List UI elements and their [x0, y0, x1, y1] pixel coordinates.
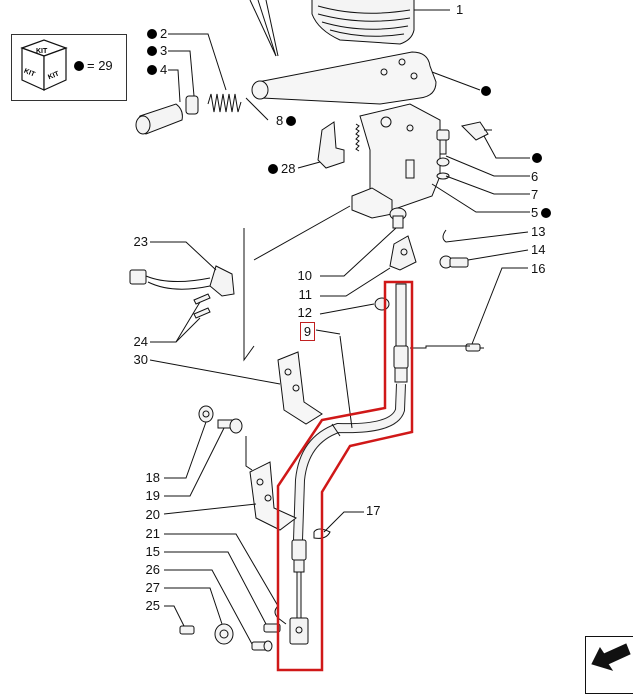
bolt-19: [217, 418, 243, 434]
clip-17: [313, 528, 331, 539]
bullet-dot-icon: [268, 164, 278, 174]
callout-4[interactable]: 4: [147, 63, 167, 77]
callout-6[interactable]: 6: [531, 169, 539, 184]
callout-19[interactable]: 19: [145, 488, 160, 503]
callout-1[interactable]: 1: [456, 2, 464, 17]
spacer-ring: [185, 95, 199, 115]
bullet-dot-icon: [147, 46, 157, 56]
callout-20[interactable]: 20: [145, 507, 160, 522]
small-bracket: [317, 121, 345, 169]
main-frame: [351, 103, 441, 219]
pin: [439, 255, 469, 269]
callout-12[interactable]: 12: [297, 305, 312, 320]
screws-24: [193, 293, 211, 319]
callout-17[interactable]: 17: [366, 503, 381, 518]
callout-9-highlighted[interactable]: 9: [300, 322, 315, 341]
clevis-bracket: [389, 235, 417, 271]
pivot-pin: [389, 207, 407, 229]
callout-3[interactable]: 3: [147, 44, 167, 58]
bullet-dot-icon: [147, 65, 157, 75]
kit-text-top: KIT: [36, 48, 48, 55]
callout-30[interactable]: 30: [133, 352, 148, 367]
screw-25: [179, 625, 195, 635]
callout-13[interactable]: 13: [531, 224, 546, 239]
navigation-arrow-icon: [591, 643, 631, 671]
callout-10[interactable]: 10: [297, 268, 312, 283]
washer: [374, 297, 390, 311]
callout-28[interactable]: 28: [268, 162, 295, 176]
screw: [465, 343, 484, 352]
r-clip: [442, 229, 529, 243]
kit-count: = 29: [74, 59, 113, 73]
bullet-dot-icon: [541, 208, 552, 218]
highlight-outline: [276, 280, 414, 672]
callout-7[interactable]: 7: [531, 187, 539, 202]
washer-18: [198, 405, 214, 423]
bullet-dot-icon: [532, 153, 542, 163]
bullet-dot-icon: [147, 29, 157, 39]
mount-bracket-upper: [277, 351, 323, 425]
bullet-dot-icon: [481, 86, 491, 96]
callout-25[interactable]: 25: [145, 598, 160, 613]
lever-boot: [311, 0, 415, 45]
callout-5[interactable]: 5: [531, 206, 552, 220]
callout-15[interactable]: 15: [145, 544, 160, 559]
lever-arm: [251, 51, 437, 105]
bullet-dot-icon: [74, 61, 84, 71]
pin-26: [251, 640, 273, 652]
callout-18[interactable]: 18: [145, 470, 160, 485]
callout-14[interactable]: 14: [531, 242, 546, 257]
callout-16[interactable]: 16: [531, 261, 546, 276]
kit-text-left: KIT: [23, 68, 37, 79]
callout-8[interactable]: 8: [276, 114, 297, 128]
kit-text-right: KIT: [47, 70, 61, 81]
cable-end: [289, 539, 309, 645]
callout-21[interactable]: 21: [145, 526, 160, 541]
split-pin-21: [274, 605, 287, 625]
cable-rod: [393, 283, 409, 383]
spring: [207, 93, 242, 113]
callout-23[interactable]: 23: [133, 234, 148, 249]
callout-24[interactable]: 24: [133, 334, 148, 349]
callout-11[interactable]: 11: [298, 287, 313, 302]
sensor-switch: [129, 265, 235, 297]
callout-27[interactable]: 27: [145, 580, 160, 595]
bolt: [436, 129, 450, 180]
bullet-dot-icon: [286, 116, 297, 126]
pin-15: [263, 623, 281, 633]
callout-26[interactable]: 26: [145, 562, 160, 577]
lever-knob: [135, 103, 183, 135]
mount-bracket-lower: [249, 461, 297, 531]
bushing-27: [214, 623, 234, 645]
kit-cube-icon: [20, 39, 68, 91]
pin-with-clip: [461, 121, 492, 141]
callout-2[interactable]: 2: [147, 27, 167, 41]
